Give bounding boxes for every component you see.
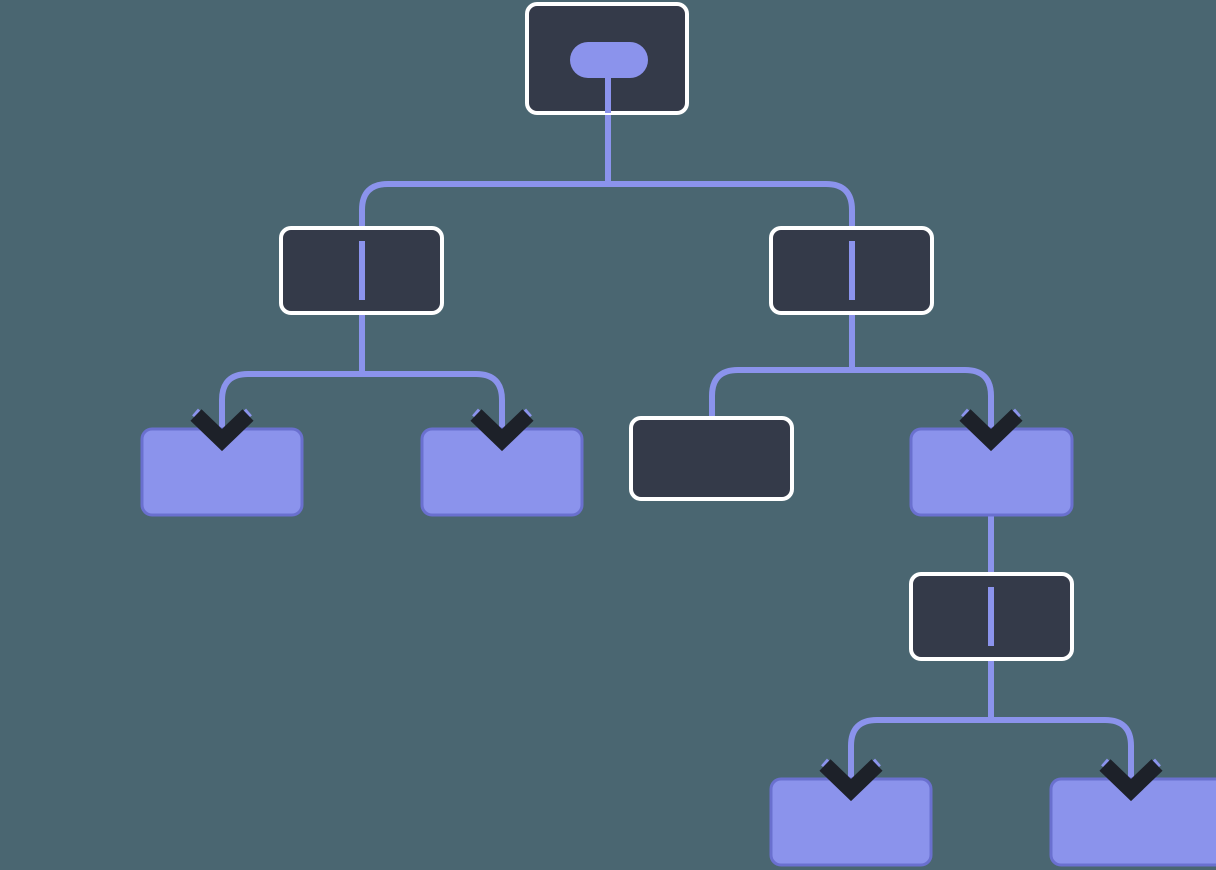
arrowhead-layer — [190, 408, 1163, 802]
arrowhead-leaf-1-tip — [190, 409, 254, 452]
arrowhead-leaf-2 — [470, 408, 534, 452]
arrowhead-sub-leaf-2-tip — [1099, 759, 1163, 802]
leaf-node-dark-surface[interactable] — [629, 416, 794, 501]
arrowhead-leaf-1 — [190, 408, 254, 452]
sub-branch-node[interactable] — [909, 572, 1074, 661]
edge-sub-branch-to-sub-leaf-1 — [848, 717, 991, 779]
root-pill-stem — [605, 78, 611, 113]
root-pill-shape — [570, 42, 648, 78]
edge-root-to-branch-left — [359, 181, 608, 228]
arrowhead-purple-branch — [959, 408, 1023, 452]
node-layer — [140, 2, 1216, 867]
leaf-node-dark[interactable] — [629, 416, 794, 501]
arrowhead-sub-leaf-1 — [819, 758, 883, 802]
edge-branch-right-to-dark-leaf — [709, 367, 852, 418]
edge-branch-left-to-leaf-2 — [362, 371, 505, 429]
root-node[interactable] — [525, 2, 689, 115]
branch-node-left[interactable] — [279, 226, 444, 315]
arrowhead-sub-leaf-2 — [1099, 758, 1163, 802]
arrowhead-purple-branch-tip — [959, 409, 1023, 452]
edge-root-to-branch-right — [608, 181, 855, 228]
edge-layer — [219, 113, 1134, 779]
branch-node-right[interactable] — [769, 226, 934, 315]
edge-sub-branch-to-sub-leaf-2 — [991, 717, 1134, 779]
edge-branch-right-to-purple-branch — [852, 367, 994, 429]
arrowhead-leaf-2-tip — [470, 409, 534, 452]
edge-branch-left-to-leaf-1 — [219, 371, 362, 429]
arrowhead-sub-leaf-1-tip — [819, 759, 883, 802]
